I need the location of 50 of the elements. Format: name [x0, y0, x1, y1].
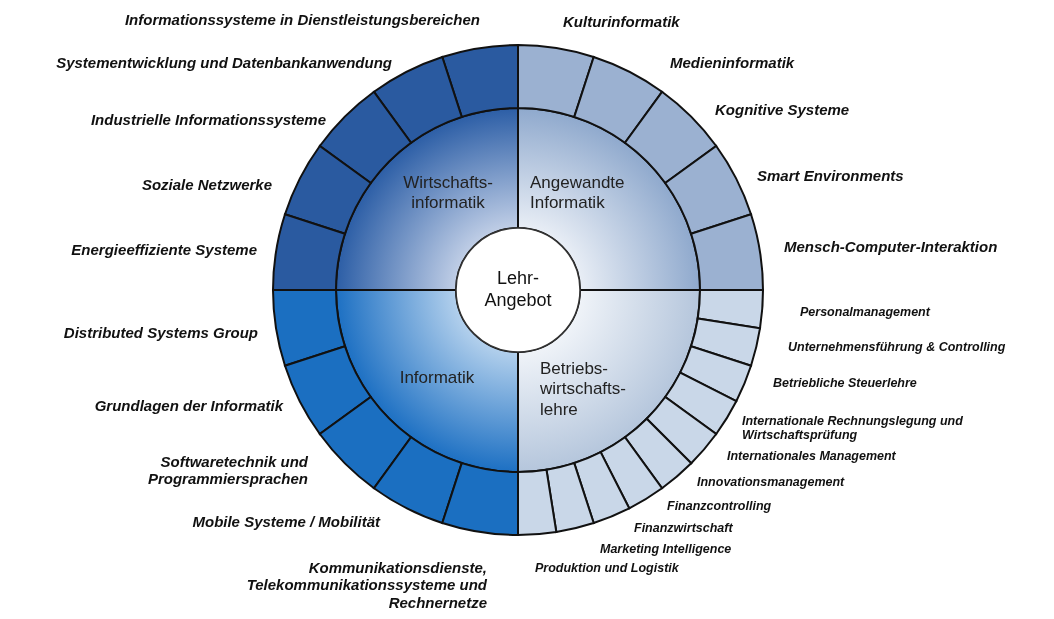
segment-label: Finanzwirtschaft — [634, 520, 733, 536]
segment-label: Industrielle Informationssysteme — [90, 111, 326, 129]
ring-segment — [664, 371, 738, 435]
ring-segment — [664, 145, 752, 235]
segment-label: Softwaretechnik und Programmiersprachen — [146, 452, 308, 488]
segment-label: Kognitive Systeme — [715, 101, 850, 119]
ring-segment — [573, 451, 631, 524]
segment-label: Marketing Intelligence — [600, 541, 732, 557]
ring-segment — [545, 462, 595, 533]
segment-label: Produktion und Logistik — [535, 560, 679, 576]
segment-label: Mobile Systeme / Mobilität — [192, 513, 380, 531]
ring-segment — [272, 213, 346, 291]
segment-label: Soziale Netzwerke — [141, 176, 272, 194]
ring-segment — [284, 345, 372, 435]
segment-label: Informationssysteme in Dienstleistungsbereichen — [124, 11, 480, 29]
segment-label: Energieeffiziente Systeme — [71, 241, 257, 259]
center-label: Lehr- Angebot — [483, 268, 553, 312]
segment-label: Smart Environments — [757, 167, 904, 185]
ring-segment — [284, 145, 372, 235]
sector-label: Informatik — [398, 367, 476, 389]
ring-segment — [679, 345, 752, 403]
ring-segment — [690, 317, 761, 367]
segment-label: Systementwicklung und Datenbankanwendung — [56, 54, 392, 72]
center-circle — [455, 227, 581, 353]
segment-label: Mensch-Computer-Interaktion — [784, 238, 998, 256]
ring-segment — [573, 56, 663, 144]
sector-label: Wirtschafts- informatik — [402, 172, 494, 214]
sector-label: Betriebs- wirtschafts- lehre — [540, 359, 627, 421]
segment-label: Medieninformatik — [670, 54, 795, 72]
segment-label: Kommunikationsdienste, Telekommunikationssysteme und Rechnernetze — [245, 559, 487, 611]
ring-segment — [690, 213, 764, 291]
segment-label: Grundlagen der Informatik — [94, 397, 283, 415]
ring-segment — [272, 289, 346, 367]
segment-label: Innovationsmanagement — [697, 474, 845, 490]
segment-label: Personalmanagement — [800, 304, 930, 320]
segment-label: Kulturinformatik — [563, 13, 680, 31]
segment-label: Distributed Systems Group — [63, 324, 258, 342]
segment-label: Unternehmensführung & Controlling — [788, 339, 1006, 355]
segment-label: Finanzcontrolling — [667, 498, 772, 514]
segment-label: Betriebliche Steuerlehre — [773, 375, 917, 391]
ring-segment — [441, 462, 519, 536]
sector-label: Angewandte Informatik — [530, 172, 626, 214]
ring-segment — [599, 436, 663, 510]
segment-label: Internationales Management — [727, 448, 896, 464]
ring-segment — [517, 44, 595, 118]
ring-segment — [318, 396, 412, 490]
ring-segment — [441, 44, 519, 118]
segment-label: Internationale Rechnungslegung und Wirtschaftsprüfung — [742, 413, 964, 443]
ring-segment — [645, 396, 718, 465]
ring-segment — [624, 417, 693, 490]
